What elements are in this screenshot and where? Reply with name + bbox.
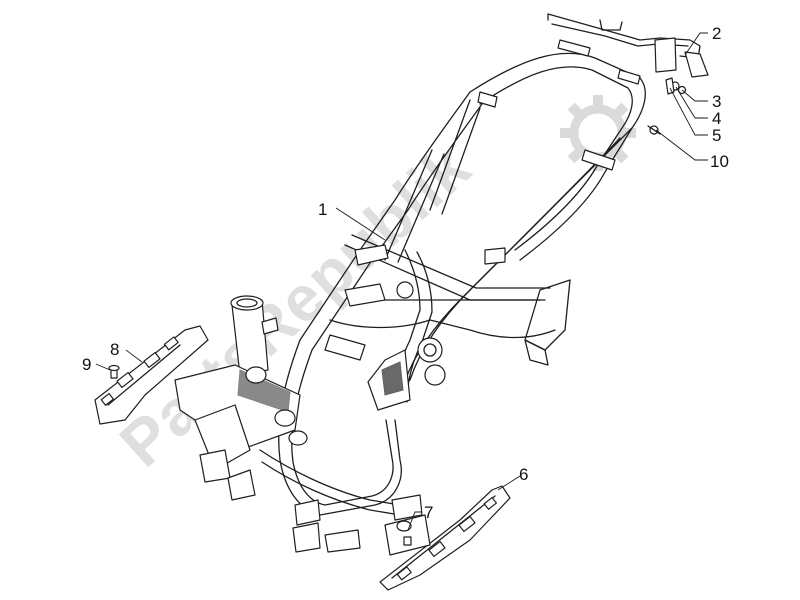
callout-10: 10: [710, 152, 729, 171]
leader-lines: [95, 32, 708, 531]
leader-7: [407, 511, 422, 531]
bracket-part-7: [384, 514, 431, 556]
callout-4: 4: [712, 109, 721, 128]
callout-2: 2: [712, 24, 721, 43]
leader-10: [655, 129, 708, 161]
callout-8: 8: [110, 340, 119, 359]
leader-3: [681, 89, 708, 102]
rear-bracket: [547, 13, 709, 78]
callout-7: 7: [424, 503, 433, 522]
leader-5: [669, 87, 708, 136]
callout-5: 5: [712, 126, 721, 145]
left-footrest-plate: [94, 325, 209, 425]
leader-8: [125, 349, 143, 363]
callout-3: 3: [712, 92, 721, 111]
screw-part-9: [108, 364, 120, 379]
leader-4: [675, 86, 708, 119]
leader-2: [684, 32, 708, 56]
callout-1: 1: [318, 200, 327, 219]
leader-9: [95, 363, 111, 371]
callout-labels: 1 2 3 4 5 10 6 7 8 9: [82, 24, 729, 522]
main-frame: [174, 39, 646, 553]
callout-6: 6: [519, 465, 528, 484]
leader-6: [497, 475, 521, 491]
right-footrest-plate: [379, 485, 511, 591]
callout-9: 9: [82, 355, 91, 374]
leader-1: [335, 207, 386, 241]
